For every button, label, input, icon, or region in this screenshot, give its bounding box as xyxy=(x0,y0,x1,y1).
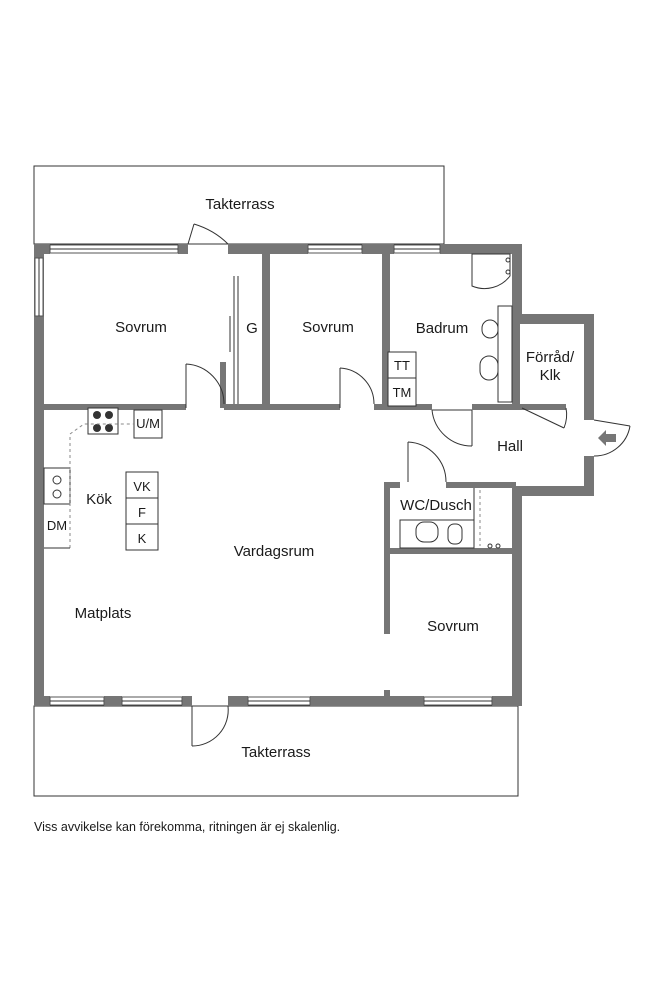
bedroom-3-label: Sovrum xyxy=(427,618,479,635)
f-label: F xyxy=(138,505,146,520)
exterior-walls xyxy=(34,244,594,706)
bedroom-2-label: Sovrum xyxy=(302,319,354,336)
wardrobe xyxy=(229,276,239,404)
living-room-label: Vardagsrum xyxy=(234,543,315,560)
terrace-top-label: Takterrass xyxy=(205,196,274,213)
wc-toilet-icon xyxy=(447,523,463,545)
dining-label: Matplats xyxy=(75,605,132,622)
kitchen-label: Kök xyxy=(86,491,112,508)
wc-shower-label: WC/Dusch xyxy=(400,497,472,514)
wc-fixtures xyxy=(399,488,501,549)
laundry-box xyxy=(387,351,417,407)
dm-label: DM xyxy=(47,518,67,533)
storage-label-line1: Förråd/ xyxy=(526,349,575,366)
entrance-arrow-icon xyxy=(598,430,616,446)
disclaimer-text: Viss avvikelse kan förekomma, ritningen … xyxy=(34,820,341,834)
kitchen-fixtures xyxy=(43,407,163,551)
hall-label: Hall xyxy=(497,438,523,455)
bathroom-fixtures xyxy=(387,253,513,407)
um-label: U/M xyxy=(136,416,160,431)
wc-sink-icon xyxy=(415,521,439,543)
storage-label-line2: Klk xyxy=(540,367,561,384)
vk-label: VK xyxy=(133,479,151,494)
tm-label: TM xyxy=(393,385,412,400)
interior-walls xyxy=(44,252,566,698)
tt-label: TT xyxy=(394,358,410,373)
bedroom-1-label: Sovrum xyxy=(115,319,167,336)
closet-label: G xyxy=(246,320,258,337)
terrace-bottom-label: Takterrass xyxy=(241,744,310,761)
k-label: K xyxy=(138,531,147,546)
toilet-icon xyxy=(481,319,499,339)
stove-icon xyxy=(87,407,119,435)
sink-icon xyxy=(479,355,499,381)
bathroom-label: Badrum xyxy=(416,320,469,337)
shower-icon xyxy=(471,253,511,290)
kitchen-island xyxy=(125,471,159,551)
terrace-bottom-outline xyxy=(33,705,519,797)
kitchen-sink-icon xyxy=(43,467,71,505)
doors xyxy=(185,223,631,747)
windows xyxy=(34,244,493,706)
